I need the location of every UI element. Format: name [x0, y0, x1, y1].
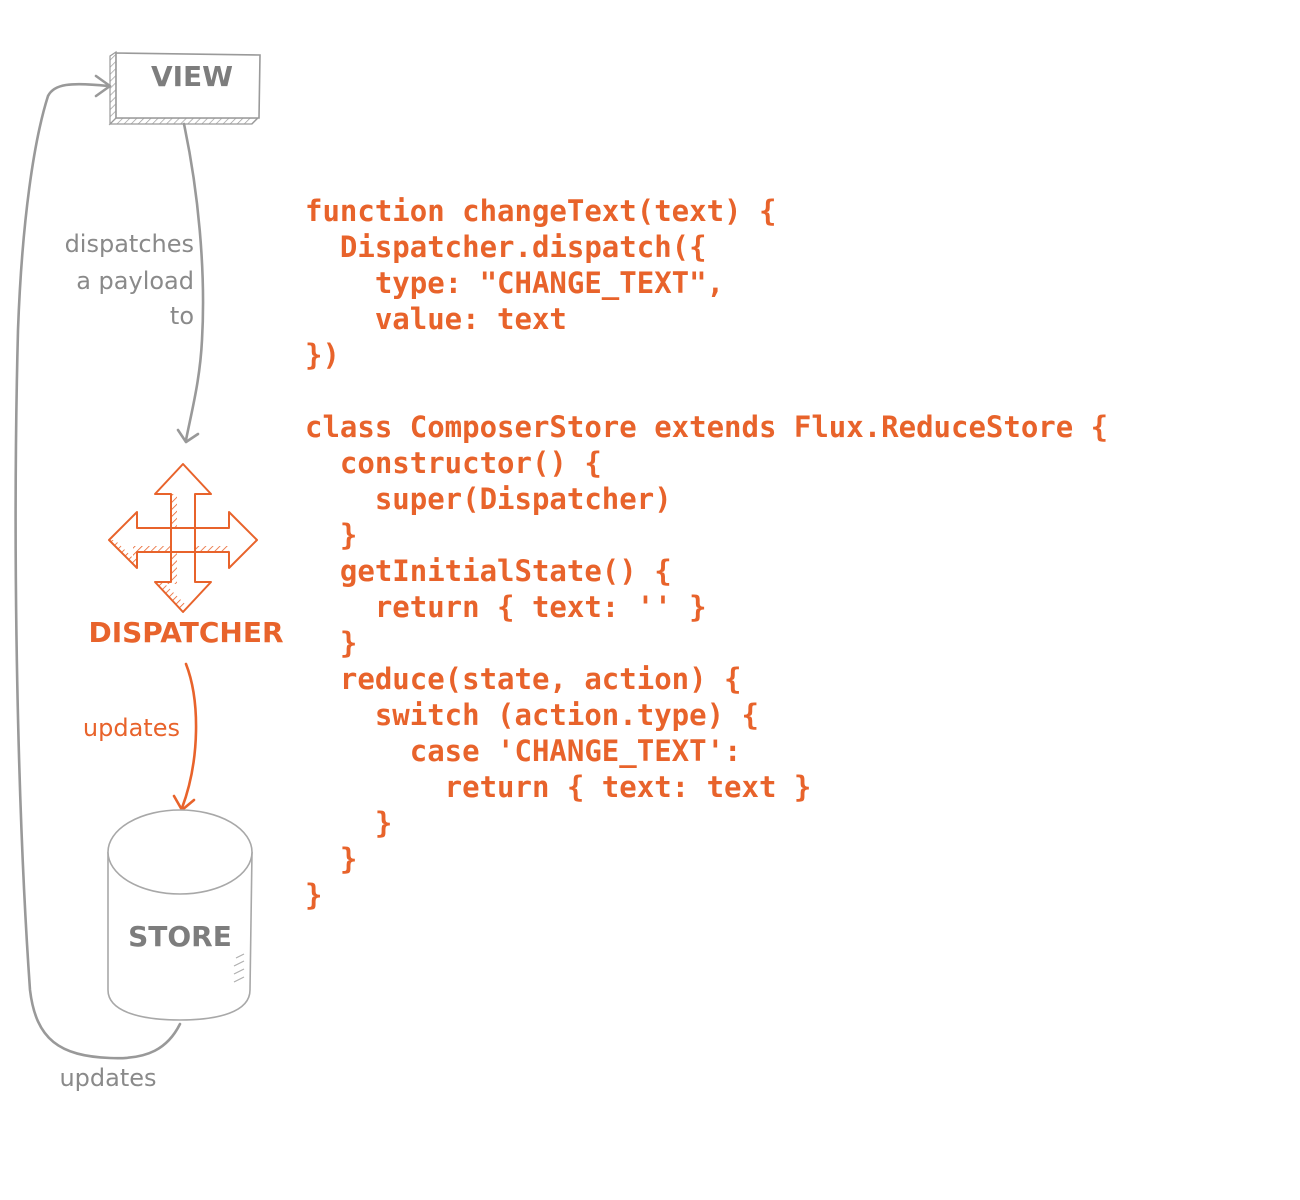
edge-label-to: to — [170, 302, 194, 330]
code-line: } — [305, 806, 393, 840]
code-line: value: text — [305, 302, 567, 336]
code-block: function changeText(text) { Dispatcher.d… — [305, 193, 1108, 913]
code-line — [305, 373, 1108, 409]
store-node: STORE — [107, 809, 253, 1021]
code-line: constructor() { — [305, 446, 602, 480]
code-line: } — [305, 842, 358, 876]
code-line: return { text: '' } — [305, 590, 707, 624]
code-line: } — [305, 878, 323, 912]
four-way-arrows-icon — [108, 463, 258, 613]
store-label: STORE — [128, 920, 232, 953]
view-node: VIEW — [108, 50, 261, 126]
code-line: getInitialState() { — [305, 554, 672, 588]
edge-label-dispatches: dispatches — [65, 230, 194, 258]
code-line: } — [305, 518, 358, 552]
edge-label-updates-dispatcher: updates — [83, 714, 180, 742]
code-line: function changeText(text) { — [305, 194, 777, 228]
code-line: class ComposerStore extends Flux.ReduceS… — [305, 410, 1109, 444]
code-line: }) — [305, 338, 340, 372]
code-line: } — [305, 626, 358, 660]
edge-view-to-dispatcher — [176, 122, 205, 444]
code-line: type: "CHANGE_TEXT", — [305, 266, 725, 300]
dispatcher-label: DISPATCHER — [88, 616, 283, 649]
edge-label-updates-store: updates — [59, 1064, 156, 1092]
code-line: super(Dispatcher) — [305, 482, 672, 516]
code-line: case 'CHANGE_TEXT': — [305, 734, 742, 768]
view-label: VIEW — [151, 60, 233, 93]
edge-label-a-payload: a payload — [76, 267, 194, 295]
code-line: reduce(state, action) { — [305, 662, 742, 696]
code-line: return { text: text } — [305, 770, 812, 804]
code-line: switch (action.type) { — [305, 698, 759, 732]
edge-store-to-view — [14, 74, 182, 1060]
code-line: Dispatcher.dispatch({ — [305, 230, 707, 264]
